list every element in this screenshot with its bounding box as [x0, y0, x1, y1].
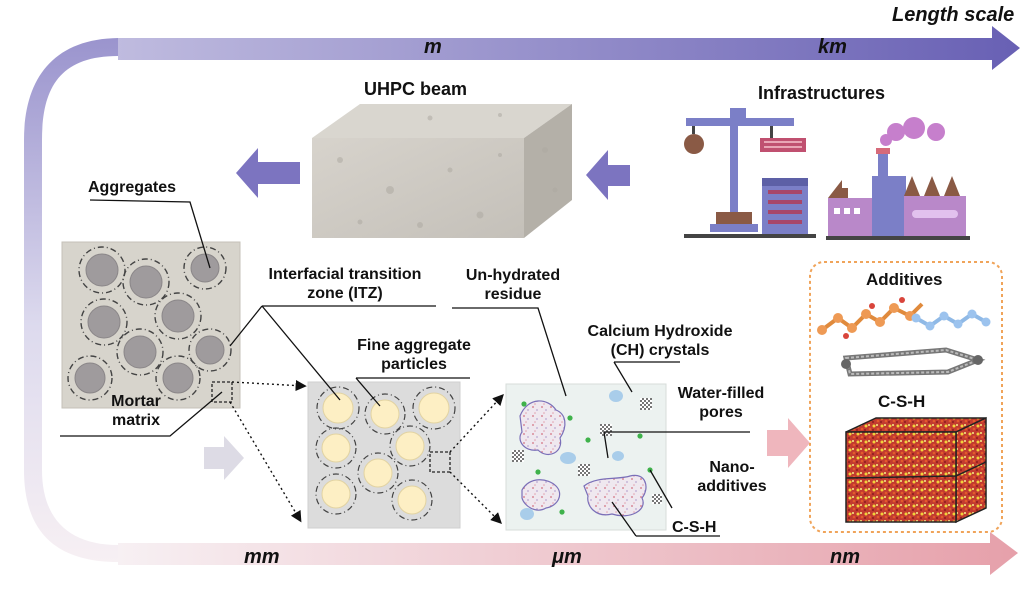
mortar-label-line2: matrix: [111, 412, 161, 429]
water-label-line1: Water-filled: [677, 385, 765, 402]
scale-mm-label: mm: [244, 546, 280, 568]
aggregates-label: Aggregates: [88, 179, 177, 196]
unhydrated-label-line2: residue: [484, 286, 542, 303]
nano-label-line2: additives: [697, 478, 767, 495]
itz-label-line1: Interfacial transition: [268, 266, 422, 283]
right-arrow-gray: [204, 436, 244, 480]
molecule-blue: [911, 309, 991, 331]
mortar-panel: [61, 241, 241, 409]
uhpc-beam-label: UHPC beam: [364, 79, 468, 99]
left-arrow-infra: [586, 150, 630, 200]
fine-aggregate-label: Fine aggregate particles: [352, 336, 476, 374]
csh-nano-label: C-S-H: [878, 392, 926, 411]
water-label-line2: pores: [699, 404, 743, 421]
nano-label-line1: Nano-: [709, 459, 755, 476]
leader-lines: [60, 199, 750, 537]
infrastructures-label: Infrastructures: [758, 83, 886, 103]
unhydrated-label-line1: Un-hydrated: [465, 267, 561, 284]
infrastructure-icon: [684, 108, 970, 240]
csh-micro-label: C-S-H: [672, 519, 717, 536]
ch-crystals-label: Calcium Hydroxide (CH) crystals: [576, 322, 744, 360]
scale-m-label: m: [424, 36, 442, 58]
scale-arrow: [24, 26, 1020, 575]
mortar-matrix-label: Mortar matrix: [92, 392, 180, 430]
itz-label: Interfacial transition zone (ITZ): [244, 265, 446, 303]
ch-label-line1: Calcium Hydroxide: [587, 323, 733, 340]
water-pores-label: Water-filled pores: [666, 384, 776, 422]
scale-km-label: km: [818, 36, 847, 58]
zoom-dotted-arrows: [229, 379, 504, 524]
ch-label-line2: (CH) crystals: [610, 342, 710, 359]
mortar-label-line1: Mortar: [111, 393, 161, 410]
uhpc-beam-block: [312, 104, 572, 238]
fine-label-line1: Fine aggregate: [357, 337, 471, 354]
csh-nano-block: [845, 416, 987, 524]
fine-aggregate-panel: [307, 381, 461, 529]
left-arrow-beam: [236, 148, 300, 198]
right-arrow-pink: [767, 418, 810, 468]
molecule-orange: [817, 297, 924, 339]
fine-label-line2: particles: [381, 356, 447, 373]
additives-label: Additives: [866, 270, 943, 289]
additives-panel: [809, 261, 1003, 533]
scale-nm-label: nm: [830, 546, 860, 568]
microstructure-panel: [505, 383, 667, 531]
length-scale-label: Length scale: [892, 4, 1015, 26]
scale-um-label: μm: [552, 546, 582, 568]
nano-additives-label: Nano- additives: [684, 458, 780, 496]
molecule-gray: [841, 347, 986, 377]
unhydrated-label: Un-hydrated residue: [448, 266, 578, 304]
itz-label-line2: zone (ITZ): [307, 285, 383, 302]
